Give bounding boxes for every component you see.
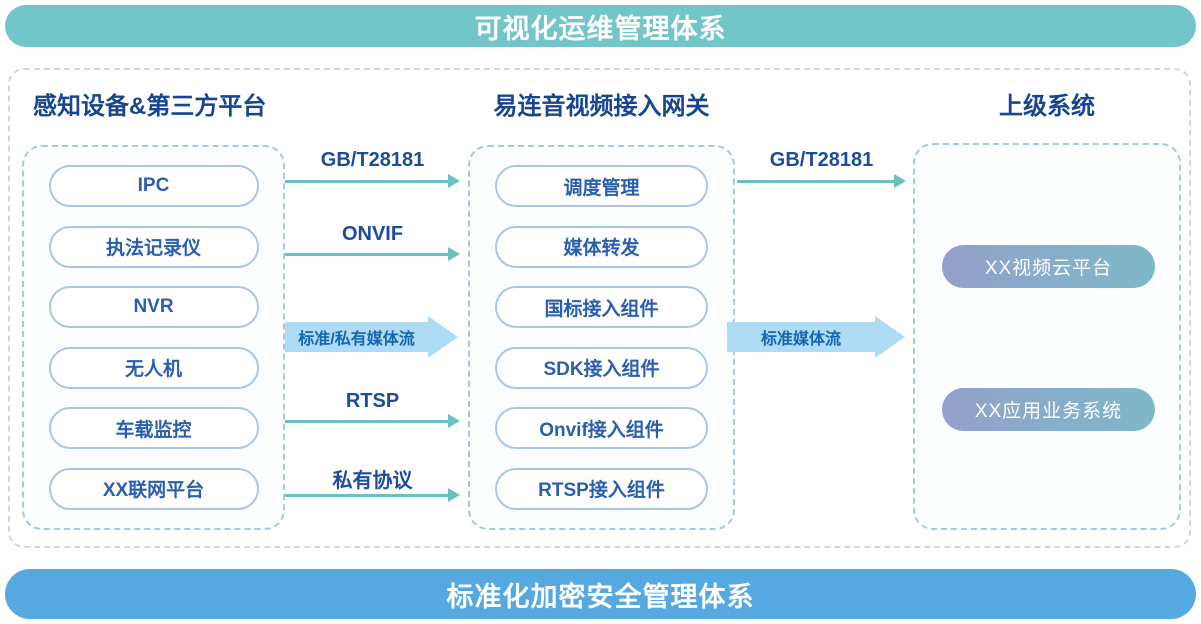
arrow-label-gbt28181-left: GB/T28181	[320, 149, 425, 171]
arrowhead-icon	[875, 316, 905, 358]
column-title-upper-systems: 上级系统	[999, 93, 1095, 120]
device-pill-drone: 无人机	[48, 346, 259, 389]
bottom-banner: 标准化加密安全管理体系	[5, 569, 1196, 619]
upper-system-pill-app-business: XX应用业务系统	[942, 388, 1155, 431]
thick-arrow-std-private-media-stream: 标准/私有媒体流	[285, 316, 458, 358]
arrow-label-rtsp: RTSP	[345, 390, 400, 412]
device-pill-nvr: NVR	[48, 286, 259, 329]
gateway-pill-gb-access: 国标接入组件	[495, 286, 708, 329]
arrow-label-gbt28181-right: GB/T28181	[769, 149, 874, 171]
arrowhead-icon	[448, 414, 460, 428]
thick-arrow-label: 标准媒体流	[727, 322, 875, 352]
column-title-gateway: 易连音视频接入网关	[493, 93, 710, 120]
gateway-pill-sdk-access: SDK接入组件	[495, 346, 708, 389]
arrowhead-icon	[448, 247, 460, 261]
devices-panel: IPC 执法记录仪 NVR 无人机 车载监控 XX联网平台	[22, 145, 285, 530]
arrow-private-protocol	[285, 488, 460, 502]
bottom-banner-label: 标准化加密安全管理体系	[446, 581, 755, 612]
arrow-rtsp	[285, 414, 460, 428]
device-pill-network-platform: XX联网平台	[48, 467, 259, 510]
arrow-label-onvif: ONVIF	[341, 223, 404, 245]
thick-arrow-standard-media-stream: 标准媒体流	[727, 316, 905, 358]
upper-system-pill-video-cloud: XX视频云平台	[942, 245, 1155, 288]
arrow-gbt28181-right	[737, 174, 906, 188]
arrowhead-icon	[448, 174, 460, 188]
arrow-onvif	[285, 247, 460, 261]
arrow-gbt28181-left	[285, 174, 460, 188]
gateway-pill-onvif-access: Onvif接入组件	[495, 407, 708, 450]
gateway-pill-rtsp-access: RTSP接入组件	[495, 467, 708, 510]
device-pill-body-camera: 执法记录仪	[48, 225, 259, 268]
column-title-devices: 感知设备&第三方平台	[33, 93, 267, 120]
arrowhead-icon	[894, 174, 906, 188]
device-pill-ipc: IPC	[48, 165, 259, 208]
gateway-panel: 调度管理 媒体转发 国标接入组件 SDK接入组件 Onvif接入组件 RTSP接…	[468, 145, 735, 530]
upper-systems-panel: XX视频云平台 XX应用业务系统	[913, 143, 1181, 530]
arrowhead-icon	[428, 316, 458, 358]
device-pill-vehicle-monitor: 车载监控	[48, 407, 259, 450]
top-banner: 可视化运维管理体系	[5, 5, 1196, 47]
arrow-label-private-protocol: 私有协议	[332, 470, 413, 492]
gateway-pill-dispatch-mgmt: 调度管理	[495, 165, 708, 208]
arrowhead-icon	[448, 488, 460, 502]
thick-arrow-label: 标准/私有媒体流	[285, 322, 428, 352]
top-banner-label: 可视化运维管理体系	[474, 13, 727, 44]
gateway-pill-media-forward: 媒体转发	[495, 225, 708, 268]
